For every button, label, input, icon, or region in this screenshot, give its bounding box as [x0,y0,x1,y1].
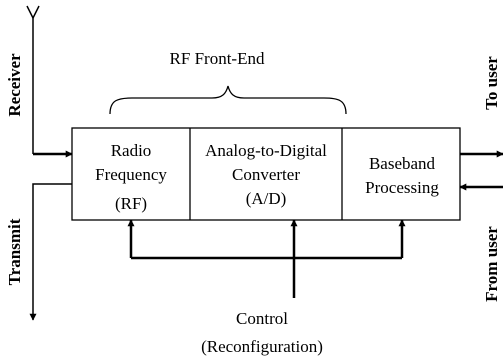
antenna-icon [26,5,40,154]
adc-line-1: Analog-to-Digital [205,141,327,160]
rf-block: Radio Frequency (RF) [95,141,167,213]
baseband-block: Baseband Processing [365,154,439,197]
control-label: Control [236,309,288,328]
baseband-line-2: Processing [365,178,439,197]
rf-line-3: (RF) [115,194,147,213]
to-user-label: To user [482,56,501,110]
rf-front-end-brace [109,85,347,115]
rf-line-1: Radio [111,141,152,160]
adc-block: Analog-to-Digital Converter (A/D) [205,141,327,208]
rf-line-2: Frequency [95,165,167,184]
baseband-line-1: Baseband [369,154,436,173]
receiver-label: Receiver [5,53,24,117]
transmit-arrow [29,183,72,321]
adc-line-2: Converter [232,165,300,184]
processing-chain-box [71,127,461,221]
from-user-label: From user [482,226,501,302]
rf-front-end-label: RF Front-End [170,49,265,68]
adc-line-3: (A/D) [246,189,287,208]
control-sublabel: (Reconfiguration) [201,337,323,356]
transmit-label: Transmit [5,218,24,285]
